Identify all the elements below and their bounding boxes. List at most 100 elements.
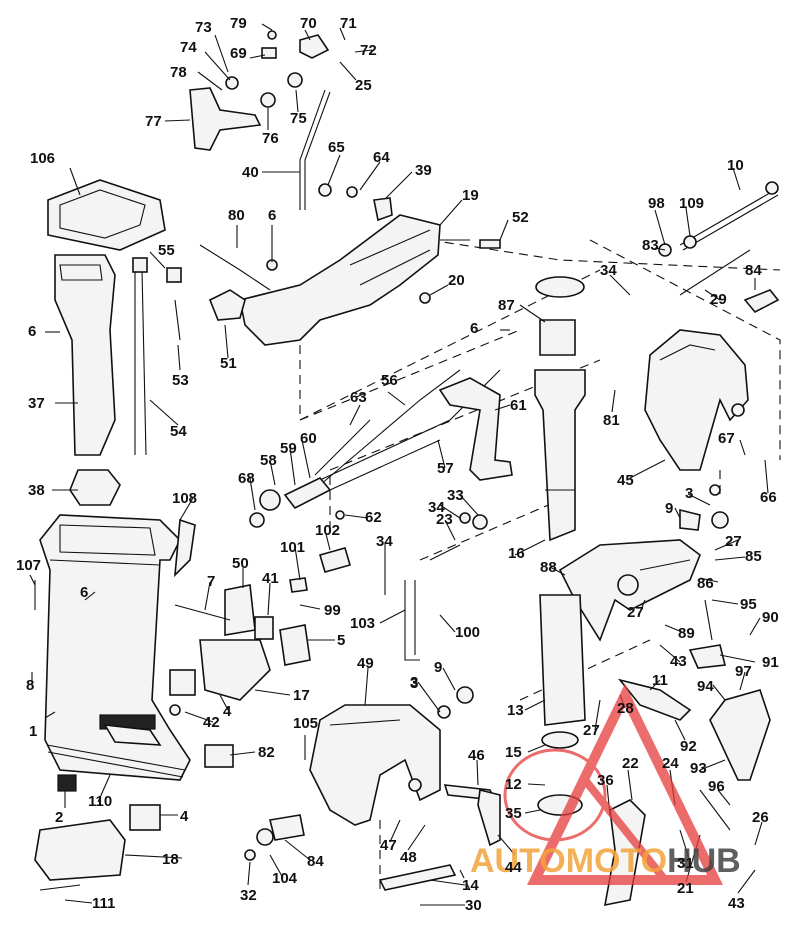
watermark-text-hub: HUB (667, 842, 741, 880)
callout-number: 27 (627, 604, 644, 621)
callout-number: 52 (512, 209, 529, 226)
callout-number: 92 (680, 738, 697, 755)
callout-number: 111 (92, 895, 115, 912)
callout-number: 16 (508, 545, 525, 562)
callout-number: 75 (290, 110, 307, 127)
callout-number: 40 (242, 164, 259, 181)
callout-number: 24 (662, 755, 679, 772)
callout-number: 28 (617, 700, 634, 717)
callout-number: 83 (642, 237, 659, 254)
callout-number: 14 (462, 877, 479, 894)
callout-number: 61 (510, 397, 527, 414)
callout-number: 82 (258, 744, 275, 761)
callout-number: 22 (622, 755, 639, 772)
callout-number: 88 (540, 559, 557, 576)
callout-number: 62 (365, 509, 382, 526)
steering-arm (438, 377, 513, 481)
callout-number: 104 (272, 870, 298, 887)
callout-number: 32 (240, 887, 257, 904)
watermark-logo (503, 683, 723, 885)
watermark-text-main: AUTOMOTO (470, 842, 667, 880)
callout-number: 84 (745, 262, 762, 279)
callout-number: 30 (465, 897, 482, 914)
callout-number: 93 (690, 760, 707, 777)
exhaust-tube (47, 179, 182, 506)
callout-number: 100 (455, 624, 480, 641)
callout-number: 35 (505, 805, 522, 822)
tilt-tube (658, 181, 780, 314)
callout-number: 81 (603, 412, 620, 429)
callout-number: 43 (728, 895, 745, 912)
callout-number: 65 (328, 139, 345, 156)
callout-number: 108 (172, 490, 197, 507)
callout-number: 10 (727, 157, 744, 174)
watermark-text: AUTOMOTOHUB (470, 842, 741, 880)
callout-number: 96 (708, 778, 725, 795)
callout-number: 74 (180, 39, 197, 56)
callout-number: 47 (380, 837, 397, 854)
callout-number: 3 (685, 485, 693, 502)
callout-number: 6 (470, 320, 478, 337)
callout-number: 105 (293, 715, 318, 732)
swivel-tube (534, 276, 586, 542)
callout-number: 50 (232, 555, 249, 572)
callout-number: 3 (410, 675, 418, 692)
callout-number: 34 (600, 262, 617, 279)
callout-number: 19 (462, 187, 479, 204)
callout-number: 17 (293, 687, 310, 704)
callout-number: 64 (373, 149, 390, 166)
callout-number: 56 (381, 372, 398, 389)
callout-number: 55 (158, 242, 175, 259)
callout-number: 98 (648, 195, 665, 212)
swivel-bracket (537, 539, 701, 816)
callout-number: 78 (170, 64, 187, 81)
lower-parts (34, 518, 311, 891)
callout-number: 68 (238, 470, 255, 487)
callout-number: 94 (697, 678, 714, 695)
callout-number: 27 (725, 533, 742, 550)
callout-number: 31 (677, 855, 694, 872)
callout-number: 58 (260, 452, 277, 469)
callout-number: 33 (447, 487, 464, 504)
callout-number: 54 (170, 423, 187, 440)
callout-number: 34 (428, 499, 445, 516)
exhaust-housing (39, 514, 191, 781)
callout-number: 38 (28, 482, 45, 499)
triangle-logo-icon (527, 683, 723, 885)
callout-number: 7 (207, 573, 215, 590)
callout-number: 53 (172, 372, 189, 389)
callout-number: 20 (448, 272, 465, 289)
callout-number: 91 (762, 654, 779, 671)
callout-number: 110 (88, 793, 112, 810)
callout-number: 66 (760, 489, 777, 506)
callout-number: 49 (357, 655, 374, 672)
callout-number: 67 (718, 430, 735, 447)
callout-number: 23 (436, 511, 453, 528)
callout-number: 4 (223, 703, 232, 720)
callout-number: 5 (337, 632, 345, 649)
upper-linkage (189, 30, 393, 222)
callout-number: 80 (228, 207, 245, 224)
callout-number: 1 (29, 723, 37, 740)
callout-number: 36 (597, 772, 614, 789)
callout-number: 13 (507, 702, 524, 719)
callout-number: 12 (505, 776, 522, 793)
callout-number: 6 (28, 323, 36, 340)
callout-number: 26 (752, 809, 769, 826)
callout-number: 6 (80, 584, 88, 601)
tilt-bolt (378, 784, 501, 891)
callout-number: 103 (350, 615, 375, 632)
callout-number: 86 (697, 575, 714, 592)
callout-number: 27 (583, 722, 600, 739)
callout-number: 97 (735, 663, 752, 680)
callout-number: 45 (617, 472, 634, 489)
callout-number: 69 (230, 45, 247, 62)
callout-number: 89 (678, 625, 695, 642)
callout-number: 57 (437, 460, 454, 477)
callout-number: 48 (400, 849, 417, 866)
callout-number: 63 (350, 389, 367, 406)
callout-number: 15 (505, 744, 522, 761)
